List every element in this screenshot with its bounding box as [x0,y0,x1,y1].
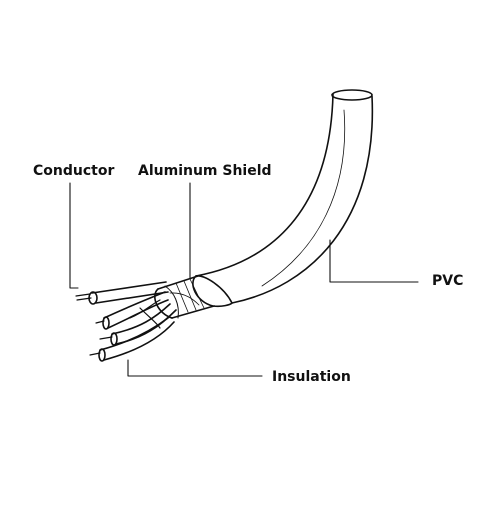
insulation-leader-line [127,359,263,377]
label-insulation: Insulation [272,369,351,385]
conductor-leader-line [69,182,79,289]
conductor-strand [75,281,169,305]
leader-lines [69,182,419,377]
insulated-wires [89,291,177,362]
label-conductor: Conductor [33,163,115,179]
label-pvc: PVC [432,273,464,289]
pvc-jacket [192,89,374,308]
label-aluminum-shield: Aluminum Shield [138,163,272,179]
pvc-leader-line [329,239,419,283]
